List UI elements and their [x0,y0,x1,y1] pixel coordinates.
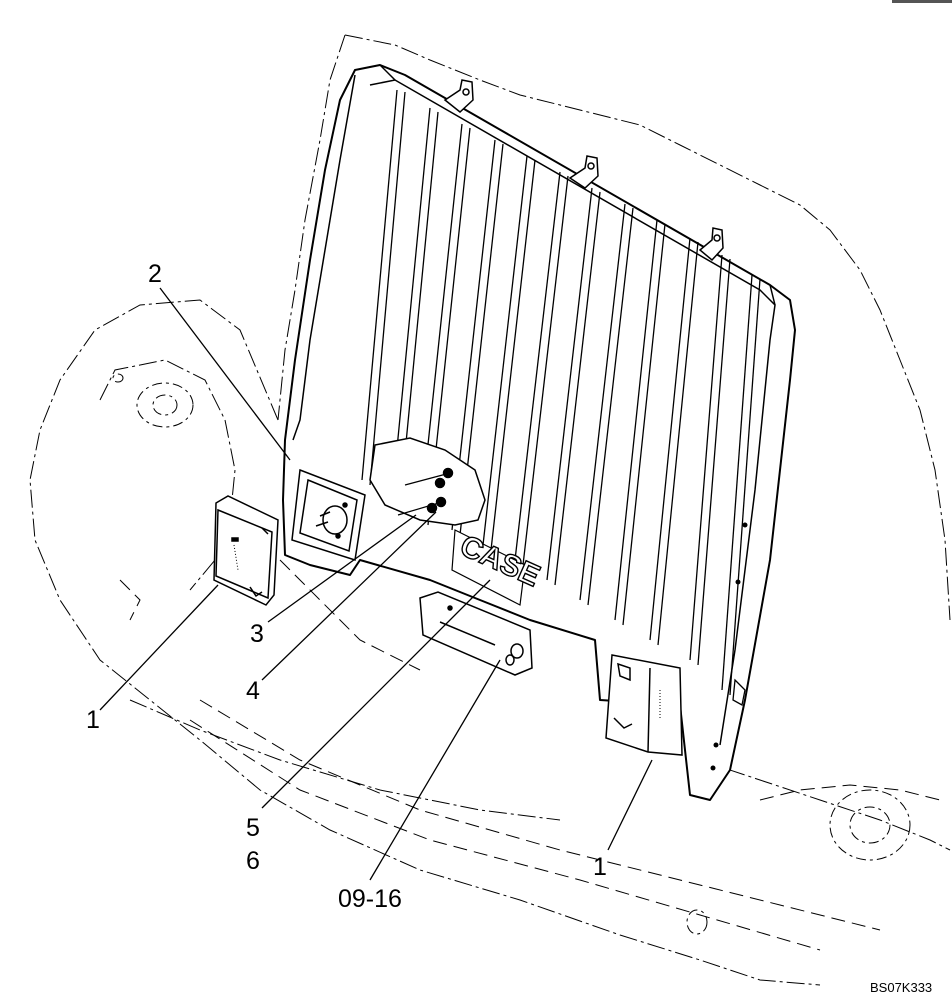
frame-dashed-outline [119,559,941,951]
mounting-brackets [443,79,724,262]
access-plate [291,468,366,561]
decal-left [213,495,279,606]
decal-right [605,654,683,756]
callout-2: 2 [148,260,162,288]
callout-3: 3 [250,620,264,648]
fastener-detail-bubble [369,437,486,526]
top-edge-mark [892,0,952,3]
callout-5: 5 [246,814,260,842]
rear-guard-inner-border [292,64,776,746]
callout-1-left: 1 [86,706,100,734]
pivot-boss-right [686,789,911,935]
frame-holes [710,522,748,771]
drawing-code: BS07K333 [870,980,932,995]
callout-4: 4 [246,677,260,705]
bottom-bracket-plate [419,591,533,676]
rear-guard-frame [282,64,796,801]
callout-6: 6 [246,847,260,875]
callout-09-16: 09-16 [338,885,402,913]
leader-lines [99,287,653,881]
pivot-boss-left [112,373,194,428]
callout-1-right: 1 [593,853,607,881]
